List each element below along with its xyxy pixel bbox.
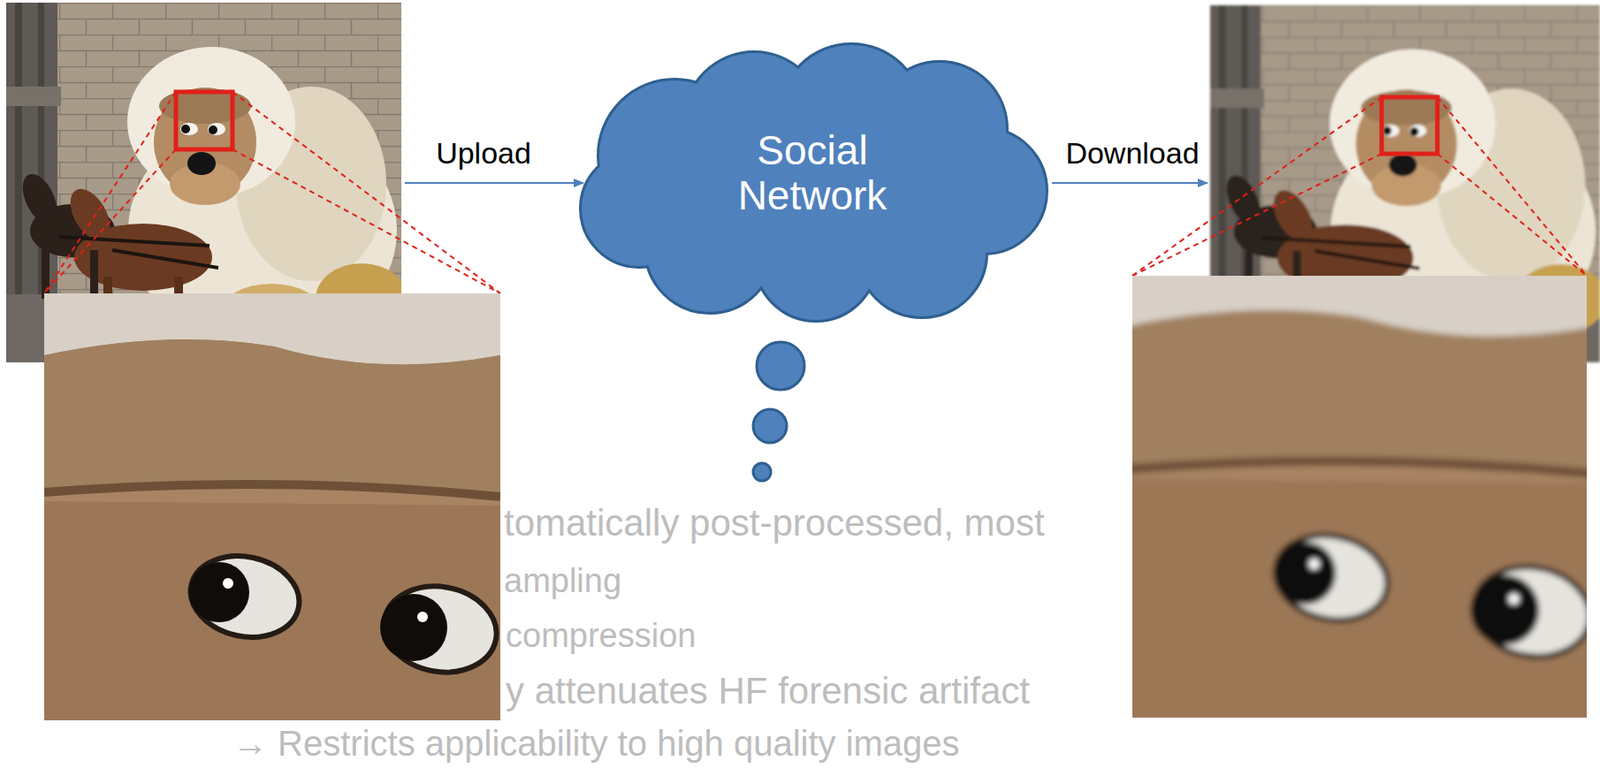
zoom-marker (1381, 97, 1438, 154)
cloud-node: Social Network (568, 40, 1057, 325)
upload-arrow (404, 182, 584, 184)
arrow-label: Download (1065, 136, 1199, 171)
zoom-inset-downloaded (1132, 275, 1587, 718)
node-text: Social Network (706, 128, 919, 218)
zoom-marker (175, 91, 233, 150)
arrow-label: Upload (435, 136, 532, 171)
download-arrow (1051, 182, 1208, 184)
background-text: compression (505, 617, 696, 656)
background-text: tomatically post-processed, most (503, 502, 1045, 545)
background-text: ampling (503, 562, 622, 602)
background-text: y attenuates HF forensic artifact (505, 670, 1030, 713)
thought-bubbles (753, 342, 805, 481)
background-text: → Restricts applicability to high qualit… (232, 723, 960, 764)
zoom-inset-original (44, 293, 501, 721)
